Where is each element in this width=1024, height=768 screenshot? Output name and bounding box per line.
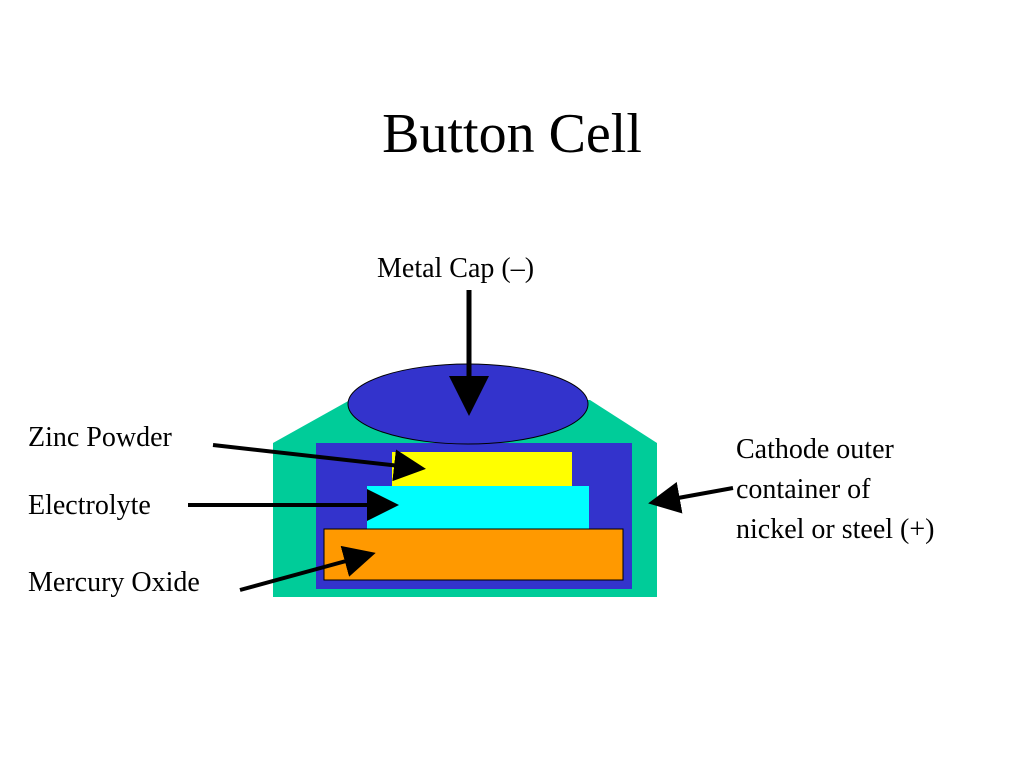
zinc-powder-layer [392, 452, 572, 487]
cathode-label-line-3: nickel or steel (+) [736, 514, 935, 545]
electrolyte-label: Electrolyte [28, 490, 151, 521]
metal-cap-label: Metal Cap (–) [377, 253, 535, 284]
mercury-oxide-arrow [239, 545, 376, 592]
electrolyte-layer [367, 486, 589, 529]
slide-title: Button Cell [382, 103, 642, 165]
zinc-powder-label: Zinc Powder [28, 422, 172, 453]
zinc-powder-arrow [212, 443, 426, 482]
cathode-label-line-1: Cathode outer [736, 434, 894, 465]
cathode-label-line-2: container of [736, 474, 871, 505]
cathode-container-label: Cathode outer container of nickel or ste… [736, 430, 935, 550]
cathode-container-arrow [648, 481, 734, 514]
mercury-oxide-label: Mercury Oxide [28, 567, 200, 598]
mercury-oxide-layer [323, 528, 624, 581]
